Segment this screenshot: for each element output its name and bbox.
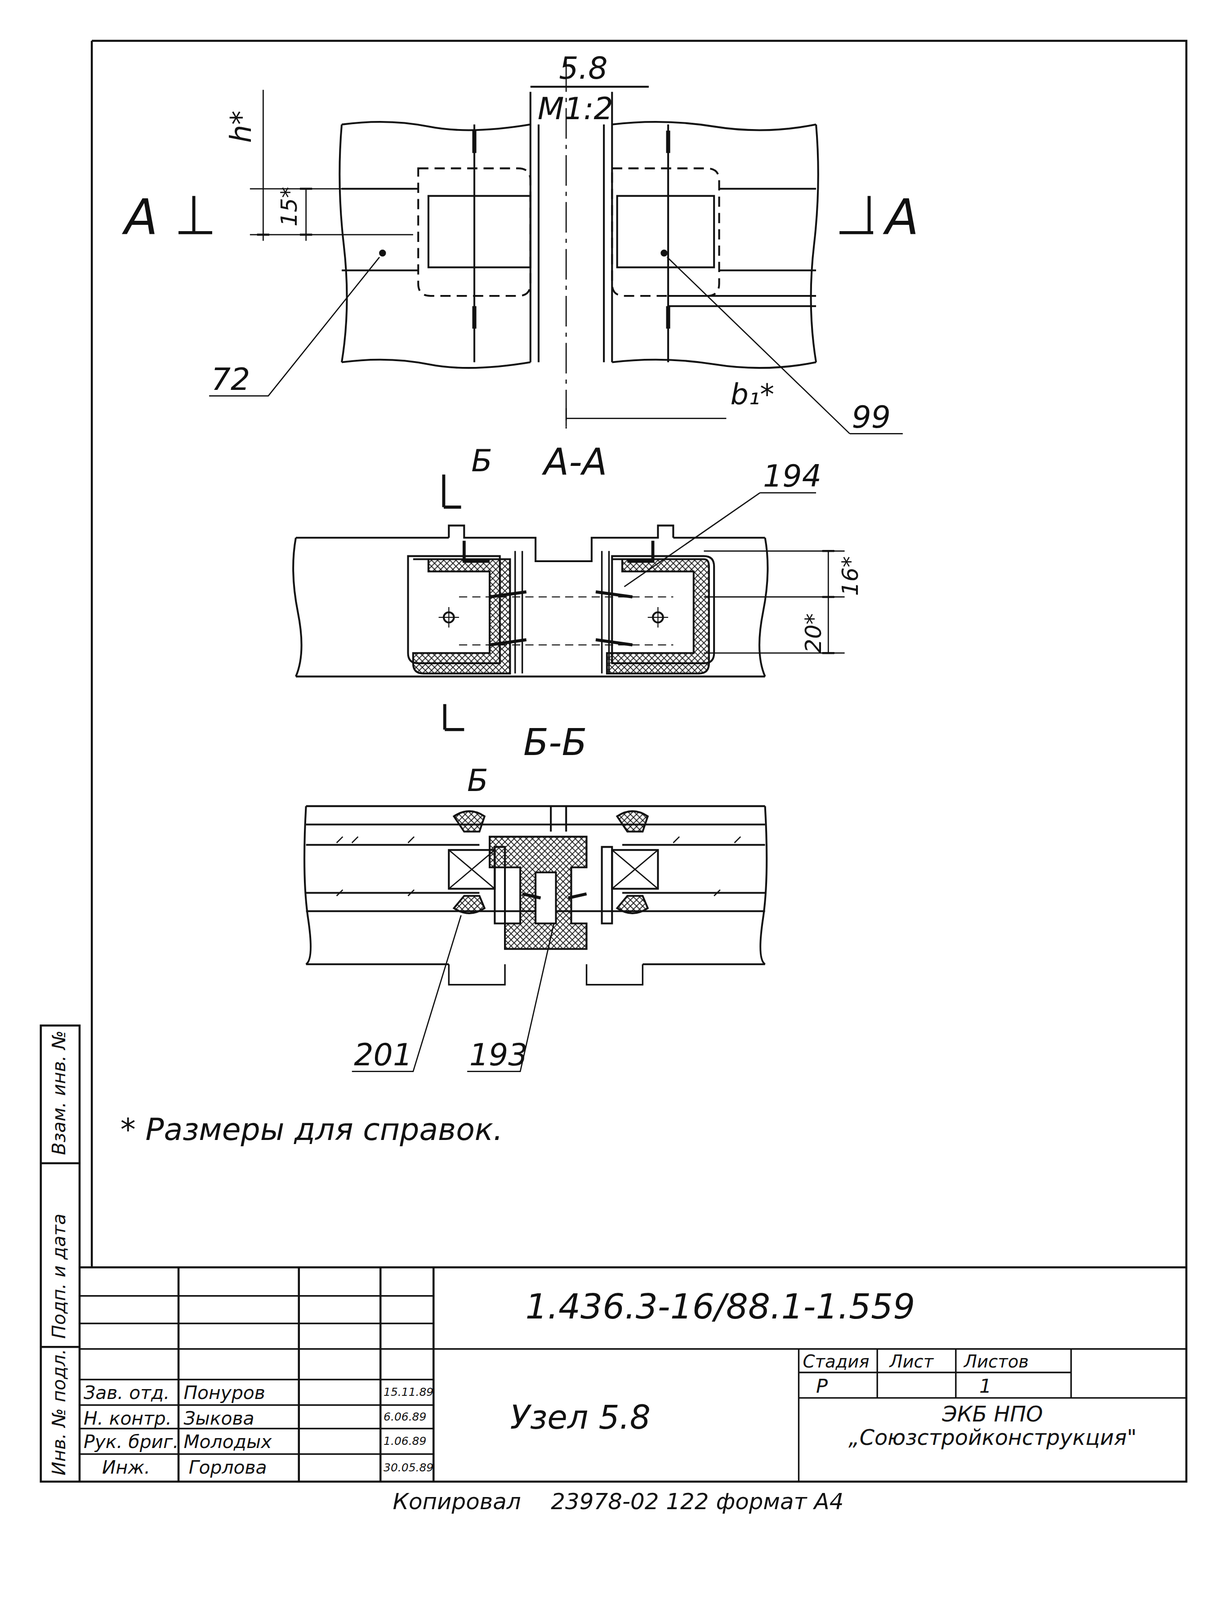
table-cell: 1 (979, 1375, 992, 1397)
table-cell: Лист (889, 1351, 934, 1371)
table-cell: 30.05.89 (383, 1462, 434, 1475)
dimension: 20* (801, 613, 827, 653)
section-mark: Б (467, 762, 489, 797)
table-cell: Рук. бриг. (83, 1431, 179, 1452)
margin-cell: Взам. инв. № (49, 1030, 70, 1155)
table-cell: 6.06.89 (383, 1410, 427, 1424)
table-cell: Зыкова (183, 1407, 255, 1428)
organization: ЭКБ НПО „Союзстройконструкция" (803, 1402, 1183, 1450)
dimension: b₁* (730, 379, 775, 411)
margin-cell: Инв. № подл. (49, 1348, 70, 1476)
table-cell: 15.11.89 (383, 1386, 434, 1399)
section-mark: Б (471, 443, 493, 478)
table-cell: Н. контр. (83, 1407, 172, 1428)
table-cell: Инж. (102, 1456, 151, 1477)
table-cell: Понуров (183, 1382, 266, 1403)
section-title: А-А (543, 441, 607, 483)
callout-number: 99 (851, 399, 891, 434)
scale-note: М1:2 (537, 91, 614, 126)
table-cell: Молодых (183, 1431, 272, 1452)
note: * Размеры для справок. (120, 1111, 504, 1146)
table-cell: Зав. отд. (83, 1382, 170, 1403)
section-mark: А (124, 189, 159, 244)
document-code: 1.436.3-16/88.1-1.559 (525, 1287, 915, 1326)
drawing-title: Узел 5.8 (509, 1399, 651, 1436)
table-cell: Листов (963, 1351, 1029, 1371)
table-cell: Стадия (803, 1351, 870, 1371)
margin-cell: Подп. и дата (49, 1213, 70, 1339)
section-title: Б-Б (523, 722, 588, 763)
dimension: h* (226, 110, 259, 143)
callout-number: 201 (353, 1037, 413, 1072)
view-number: 5.8 (558, 50, 608, 85)
dimension: 15* (277, 186, 303, 227)
dimension: 16* (838, 556, 864, 596)
table-cell: Р (816, 1375, 828, 1397)
callout-number: 194 (762, 459, 822, 493)
copy-note: 23978-02 122 формат А4 (550, 1489, 844, 1515)
callout-number: 72 (211, 362, 251, 397)
section-mark: А (885, 189, 920, 244)
table-cell: 1.06.89 (383, 1435, 427, 1448)
callout-number: 193 (469, 1037, 528, 1072)
table-cell: Горлова (188, 1456, 268, 1477)
copy-note: Копировал (392, 1489, 521, 1515)
